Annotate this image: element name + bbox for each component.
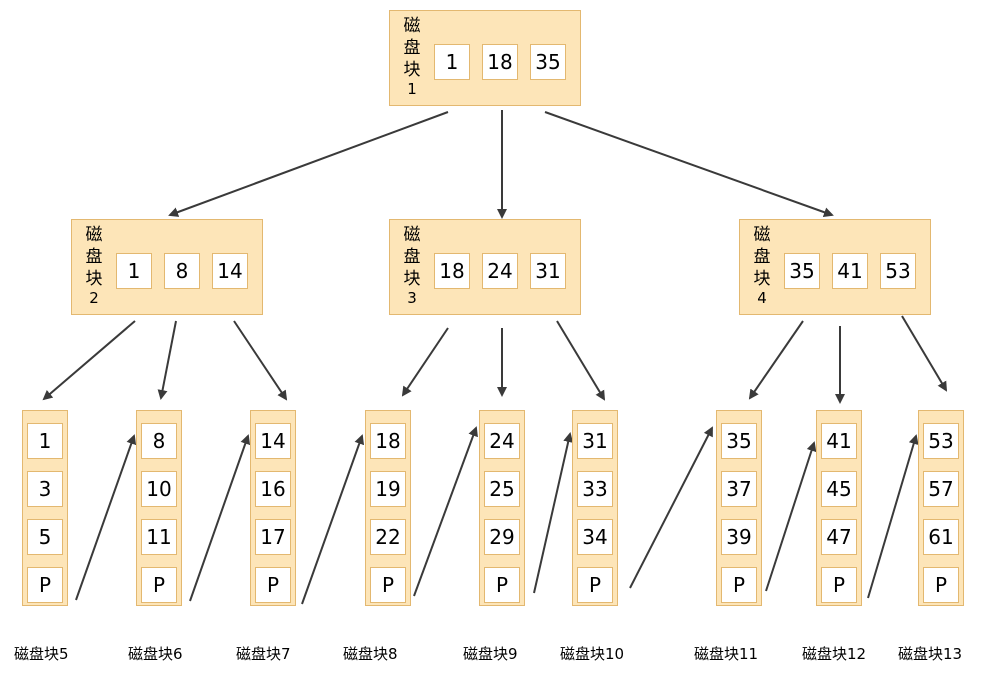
key-cell: 53: [923, 423, 959, 459]
key-cell: 34: [577, 519, 613, 555]
key-cell: 10: [141, 471, 177, 507]
edge-arrow: [629, 426, 713, 589]
key-cell: 41: [821, 423, 857, 459]
edge-arrow: [413, 426, 478, 597]
key-cell: 37: [721, 471, 757, 507]
next-pointer-cell: P: [821, 567, 857, 603]
next-pointer-cell: P: [721, 567, 757, 603]
node-label-number: 4: [757, 289, 767, 307]
key-cell: 3: [27, 471, 63, 507]
edge-arrow: [189, 434, 251, 602]
key-cell: 35: [721, 423, 757, 459]
key-cell: 24: [482, 253, 518, 289]
key-cell: 41: [832, 253, 868, 289]
key-cell: 18: [370, 423, 406, 459]
node-label-number: 2: [89, 289, 99, 307]
key-cell: 18: [434, 253, 470, 289]
leaf-caption: 磁盘块7: [236, 645, 291, 663]
key-cell: 5: [27, 519, 63, 555]
next-pointer-cell: P: [484, 567, 520, 603]
key-cell: 14: [212, 253, 248, 289]
edge-arrow: [301, 434, 365, 605]
leaf-caption: 磁盘块12: [802, 645, 867, 663]
key-cell: 47: [821, 519, 857, 555]
node-label-number: 1: [407, 80, 417, 98]
leaf-caption: 磁盘块13: [898, 645, 963, 663]
key-cell: 45: [821, 471, 857, 507]
key-cell: 31: [530, 253, 566, 289]
edge-arrow: [168, 111, 449, 217]
key-cell: 57: [923, 471, 959, 507]
leaf-caption: 磁盘块8: [343, 645, 398, 663]
key-cell: 1: [434, 44, 470, 80]
key-cell: 1: [27, 423, 63, 459]
key-cell: 11: [141, 519, 177, 555]
leaf-caption: 磁盘块11: [694, 645, 759, 663]
key-cell: 16: [255, 471, 291, 507]
next-pointer-cell: P: [923, 567, 959, 603]
key-cell: 24: [484, 423, 520, 459]
edge-arrow: [42, 320, 136, 401]
leaf-caption: 磁盘块6: [128, 645, 183, 663]
next-pointer-cell: P: [577, 567, 613, 603]
key-cell: 8: [141, 423, 177, 459]
leaf-caption: 磁盘块5: [14, 645, 69, 663]
key-cell: 33: [577, 471, 613, 507]
key-cell: 19: [370, 471, 406, 507]
edge-arrow: [233, 320, 288, 401]
next-pointer-cell: P: [255, 567, 291, 603]
key-cell: 53: [880, 253, 916, 289]
edge-arrow: [75, 434, 137, 601]
key-cell: 25: [484, 471, 520, 507]
edge-arrow: [544, 111, 834, 218]
next-pointer-cell: P: [370, 567, 406, 603]
key-cell: 35: [530, 44, 566, 80]
key-cell: 31: [577, 423, 613, 459]
edge-arrow: [401, 327, 449, 397]
key-cell: 17: [255, 519, 291, 555]
edge-arrow: [901, 315, 948, 392]
key-cell: 8: [164, 253, 200, 289]
key-cell: 61: [923, 519, 959, 555]
leaf-caption: 磁盘块9: [463, 645, 518, 663]
key-cell: 22: [370, 519, 406, 555]
key-cell: 14: [255, 423, 291, 459]
key-cell: 35: [784, 253, 820, 289]
key-cell: 18: [482, 44, 518, 80]
node-label-number: 3: [407, 289, 417, 307]
edge-arrow: [157, 320, 177, 400]
edge-arrow: [867, 434, 919, 599]
next-pointer-cell: P: [27, 567, 63, 603]
leaf-caption: 磁盘块10: [560, 645, 625, 663]
edge-arrow: [556, 320, 606, 401]
key-cell: 39: [721, 519, 757, 555]
key-cell: 29: [484, 519, 520, 555]
edge-arrow: [765, 441, 817, 592]
next-pointer-cell: P: [141, 567, 177, 603]
key-cell: 1: [116, 253, 152, 289]
edge-arrow: [533, 432, 574, 594]
edge-arrow: [748, 320, 804, 400]
